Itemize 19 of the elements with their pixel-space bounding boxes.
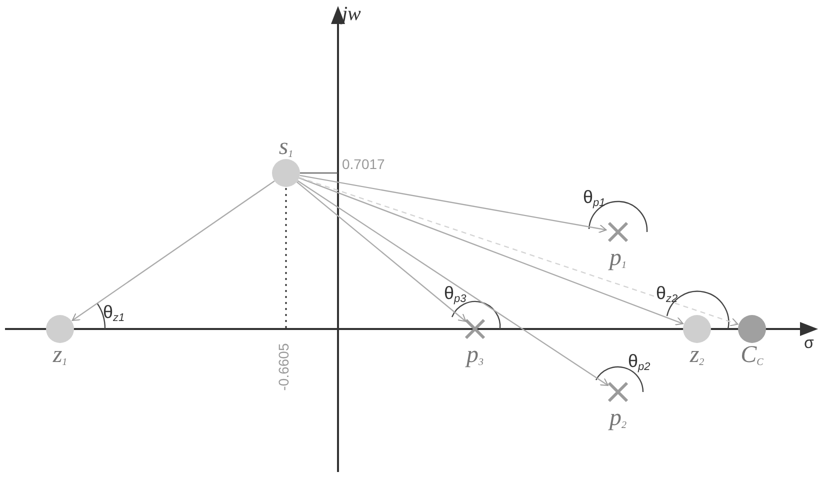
point-label: p$_{3}$ <box>466 343 484 367</box>
point-label: s$_{1}$ <box>278 135 294 159</box>
angle-label: θ$_{z2}$ <box>656 284 678 302</box>
point-label: C$_{C}$ <box>740 343 764 367</box>
angle-label: θ$_{p3}$ <box>444 284 466 302</box>
arrow <box>72 180 275 321</box>
point-label: z$_{2}$ <box>690 343 704 367</box>
point-label: p$_{2}$ <box>610 406 626 430</box>
arrow <box>300 174 607 234</box>
angle-label: θ$_{z1}$ <box>103 303 125 321</box>
axis-label: σ <box>804 336 814 352</box>
arrow <box>297 180 608 386</box>
angle-label: θ$_{p2}$ <box>628 352 650 370</box>
point-label: z$_{1}$ <box>52 343 68 367</box>
axis-value: 0.7017 <box>342 157 385 171</box>
arrow <box>296 181 466 322</box>
angle-label: θ$_{p1}$ <box>583 188 606 206</box>
axis-value: -0.6605 <box>276 343 291 391</box>
point-label: p$_{1}$ <box>610 246 626 270</box>
